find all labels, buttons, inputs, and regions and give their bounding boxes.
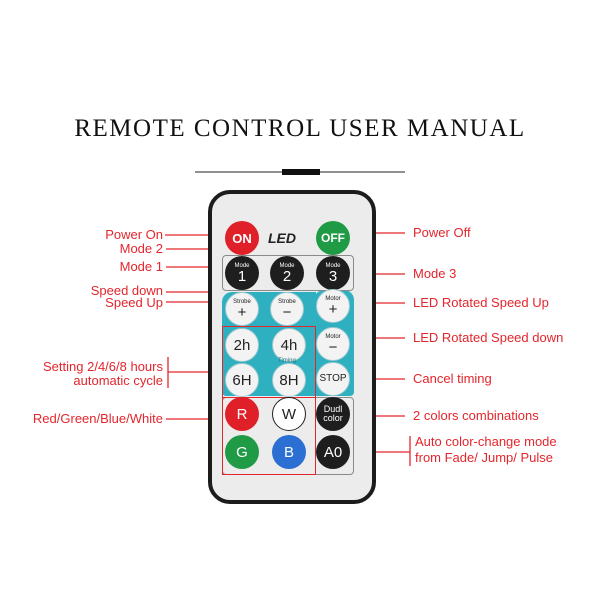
page-title: REMOTE CONTROL USER MANUAL: [74, 115, 526, 142]
btn-caption: Dudl: [323, 404, 343, 414]
minus-icon: −: [328, 338, 338, 356]
color-highlight: [222, 397, 316, 475]
red-button[interactable]: R: [225, 397, 259, 431]
label-power-off: Power Off: [413, 225, 471, 240]
label-mode3: Mode 3: [413, 266, 457, 281]
label-setting-1: Setting 2/4/6/8 hours: [43, 359, 163, 374]
btn-caption: Mode: [279, 262, 295, 269]
timing-label: Timing: [278, 358, 296, 364]
btn-caption: color: [323, 413, 343, 423]
label-two-colors: 2 colors combinations: [413, 408, 539, 423]
btn-caption: Strobe: [278, 298, 296, 305]
minus-icon: −: [282, 303, 292, 321]
label-led-down: LED Rotated Speed down: [413, 330, 564, 345]
label-led-up: LED Rotated Speed Up: [413, 295, 549, 310]
timer-2h-button[interactable]: 2h: [225, 328, 259, 362]
label-setting-2: automatic cycle: [73, 373, 163, 388]
btn-caption: Strobe: [233, 298, 251, 305]
btn-caption: Motor: [325, 333, 341, 340]
label-cancel: Cancel timing: [413, 371, 492, 386]
label-rgbw: Red/Green/Blue/White: [32, 411, 163, 426]
motor-minus-button[interactable]: Motor−: [316, 327, 350, 361]
label-mode1: Mode 1: [119, 259, 163, 274]
label-power-on: Power On: [105, 227, 163, 242]
strobe-minus-button[interactable]: Strobe−: [270, 292, 304, 326]
motor-plus-button[interactable]: Motor+: [316, 289, 350, 323]
green-button[interactable]: G: [225, 435, 259, 469]
timer-6h-button[interactable]: 6H: [225, 363, 259, 397]
btn-number: 2: [282, 267, 292, 285]
label-auto-2: from Fade/ Jump/ Pulse: [415, 450, 553, 465]
strobe-plus-button[interactable]: Strobe+: [225, 292, 259, 326]
btn-caption: Mode: [234, 262, 250, 269]
label-speed-up: Speed Up: [105, 295, 163, 310]
off-button[interactable]: OFF: [316, 221, 350, 255]
plus-icon: +: [237, 303, 247, 321]
btn-caption: Mode: [325, 262, 341, 269]
timer-4h-button[interactable]: 4h: [272, 328, 306, 362]
mode-group: [222, 255, 354, 291]
timer-8h-button[interactable]: 8H: [272, 363, 306, 397]
btn-number: 1: [237, 267, 247, 285]
label-auto-1: Auto color-change mode: [415, 434, 557, 449]
auto-button[interactable]: A0: [316, 435, 350, 469]
on-button[interactable]: ON: [225, 221, 259, 255]
blue-button[interactable]: B: [272, 435, 306, 469]
stop-button[interactable]: STOP: [316, 362, 350, 396]
btn-caption: Motor: [325, 295, 341, 302]
white-button[interactable]: W: [272, 397, 306, 431]
plus-icon: +: [328, 300, 338, 318]
brand-label: LED: [268, 230, 296, 246]
label-mode2: Mode 2: [119, 241, 163, 256]
label-speed-down: Speed down: [90, 283, 163, 298]
btn-number: 3: [328, 267, 338, 285]
